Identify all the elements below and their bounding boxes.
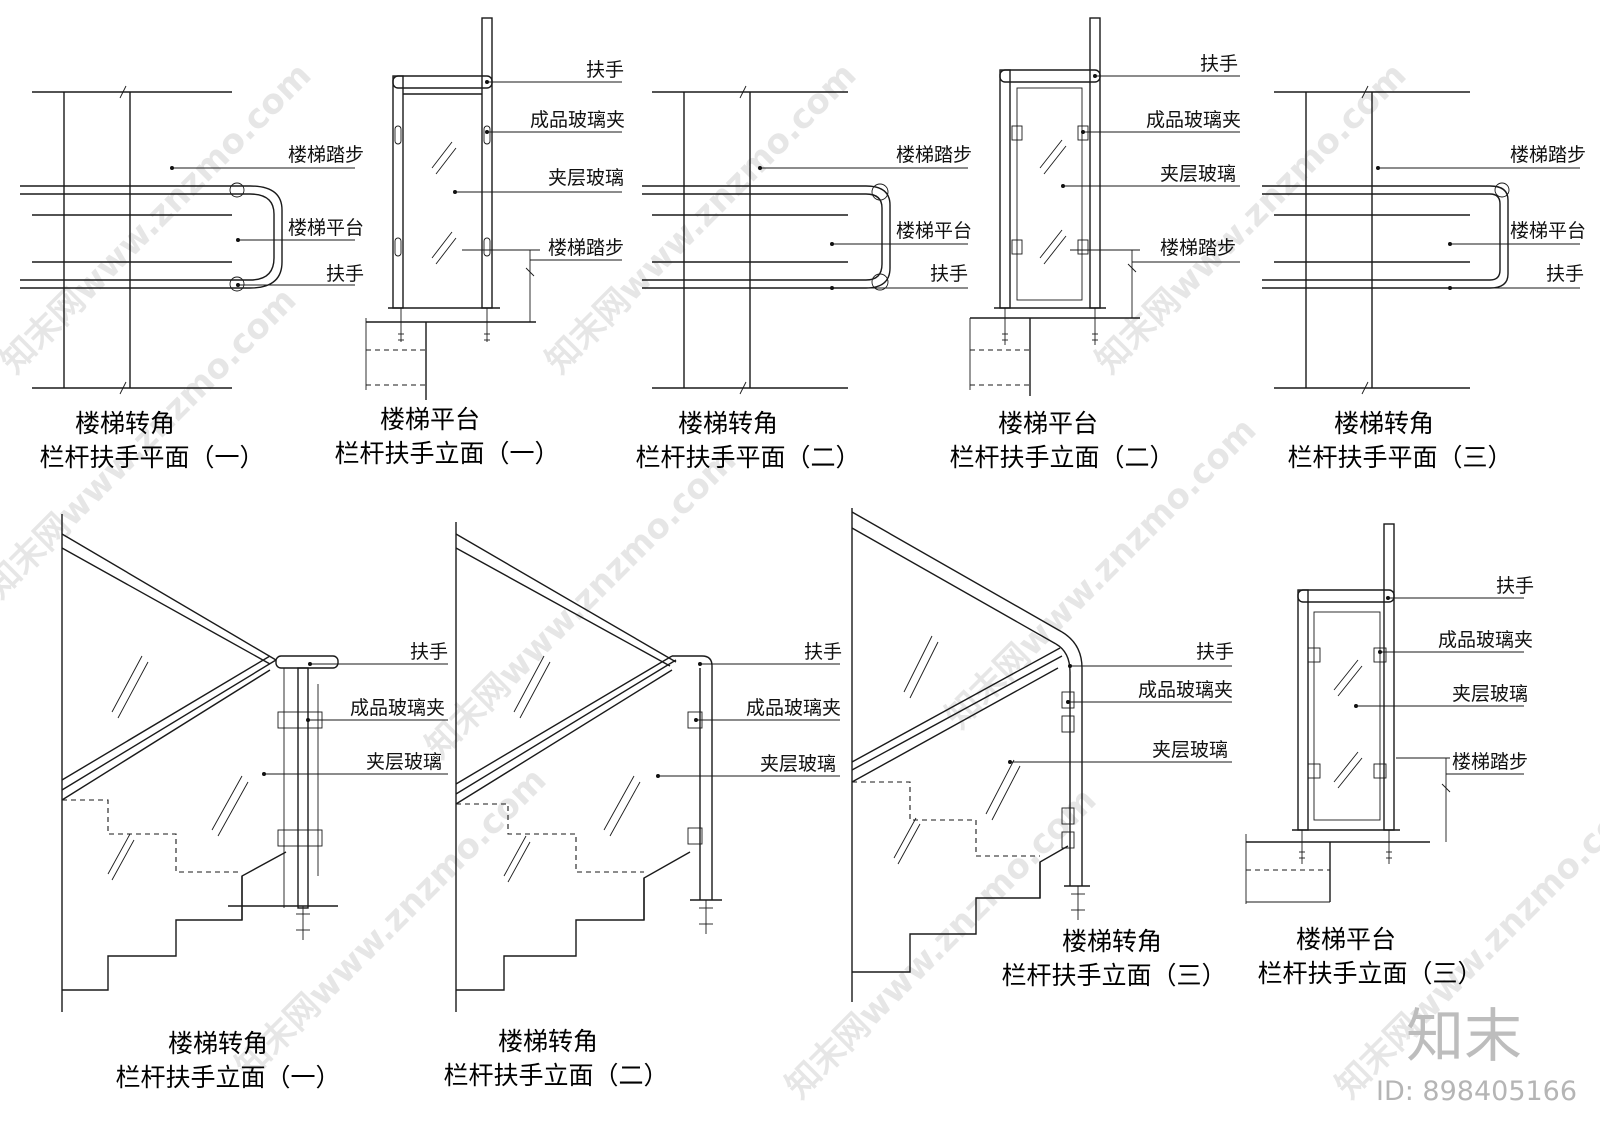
label-handrail: 扶手 [930, 263, 968, 285]
label-handrail: 扶手 [1200, 53, 1238, 75]
caption-line2: 栏杆扶手平面（一） [39, 443, 264, 472]
elevation-landing-one [365, 17, 622, 400]
caption-line1: 楼梯转角 [678, 409, 778, 438]
caption-line1: 楼梯平台 [998, 409, 1098, 438]
label-laminated-glass: 夹层玻璃 [1452, 683, 1528, 705]
label-handrail: 扶手 [326, 263, 364, 285]
label-handrail: 扶手 [586, 59, 624, 81]
label-step: 楼梯踏步 [1160, 237, 1236, 259]
label-landing: 楼梯平台 [288, 217, 364, 239]
caption-line2: 栏杆扶手立面（三） [1001, 961, 1226, 990]
label-handrail: 扶手 [1496, 575, 1534, 597]
label-glass-clip: 成品玻璃夹 [1138, 679, 1233, 701]
label-step: 楼梯踏步 [1510, 144, 1586, 166]
label-landing: 楼梯平台 [1510, 220, 1586, 242]
caption-line2: 栏杆扶手立面（二） [949, 443, 1174, 472]
caption-line1: 楼梯转角 [168, 1029, 268, 1058]
watermark-id: ID: 898405166 [1376, 1076, 1577, 1107]
elevation-landing-three [1245, 523, 1524, 904]
watermark-logo: 知末 [1406, 1002, 1522, 1070]
caption-line1: 楼梯转角 [1062, 927, 1162, 956]
label-glass-clip: 成品玻璃夹 [746, 697, 841, 719]
label-landing: 楼梯平台 [896, 220, 972, 242]
plan-view-two [642, 85, 968, 395]
elevation-landing-two [969, 17, 1240, 396]
watermark-text: 知末网www.znzmo.com [1088, 55, 1414, 381]
label-glass-clip: 成品玻璃夹 [1146, 109, 1241, 131]
watermark-text: 知末网www.znzmo.com [538, 55, 864, 381]
section-view-three [851, 508, 1232, 1002]
caption-line2: 栏杆扶手立面（一） [115, 1063, 340, 1092]
label-glass-clip: 成品玻璃夹 [350, 697, 445, 719]
label-glass-clip: 成品玻璃夹 [530, 109, 625, 131]
label-laminated-glass: 夹层玻璃 [1152, 739, 1228, 761]
label-handrail: 扶手 [1196, 641, 1234, 663]
label-handrail: 扶手 [410, 641, 448, 663]
label-handrail: 扶手 [804, 641, 842, 663]
caption-line1: 楼梯平台 [1296, 925, 1396, 954]
label-laminated-glass: 夹层玻璃 [366, 751, 442, 773]
label-step: 楼梯踏步 [896, 144, 972, 166]
caption-line2: 栏杆扶手平面（三） [1287, 443, 1512, 472]
caption-line1: 楼梯转角 [1334, 409, 1434, 438]
plan-view-one [20, 85, 355, 395]
label-glass-clip: 成品玻璃夹 [1438, 629, 1533, 651]
caption-line1: 楼梯平台 [380, 405, 480, 434]
label-step: 楼梯踏步 [1452, 751, 1528, 773]
caption-line1: 楼梯转角 [498, 1027, 598, 1056]
label-laminated-glass: 夹层玻璃 [1160, 163, 1236, 185]
caption-line1: 楼梯转角 [75, 409, 175, 438]
label-step: 楼梯踏步 [548, 237, 624, 259]
label-laminated-glass: 夹层玻璃 [760, 753, 836, 775]
caption-line2: 栏杆扶手立面（三） [1257, 959, 1482, 988]
label-step: 楼梯踏步 [288, 144, 364, 166]
caption-line2: 栏杆扶手立面（二） [443, 1061, 668, 1090]
caption-line2: 栏杆扶手立面（一） [334, 439, 559, 468]
section-view-two [455, 522, 840, 1012]
label-laminated-glass: 夹层玻璃 [548, 167, 624, 189]
section-view-one [61, 514, 448, 1012]
label-handrail: 扶手 [1546, 263, 1584, 285]
watermark-text: 知末网www.znzmo.com [778, 780, 1104, 1106]
caption-line2: 栏杆扶手平面（二） [635, 443, 860, 472]
plan-view-three [1262, 85, 1580, 395]
